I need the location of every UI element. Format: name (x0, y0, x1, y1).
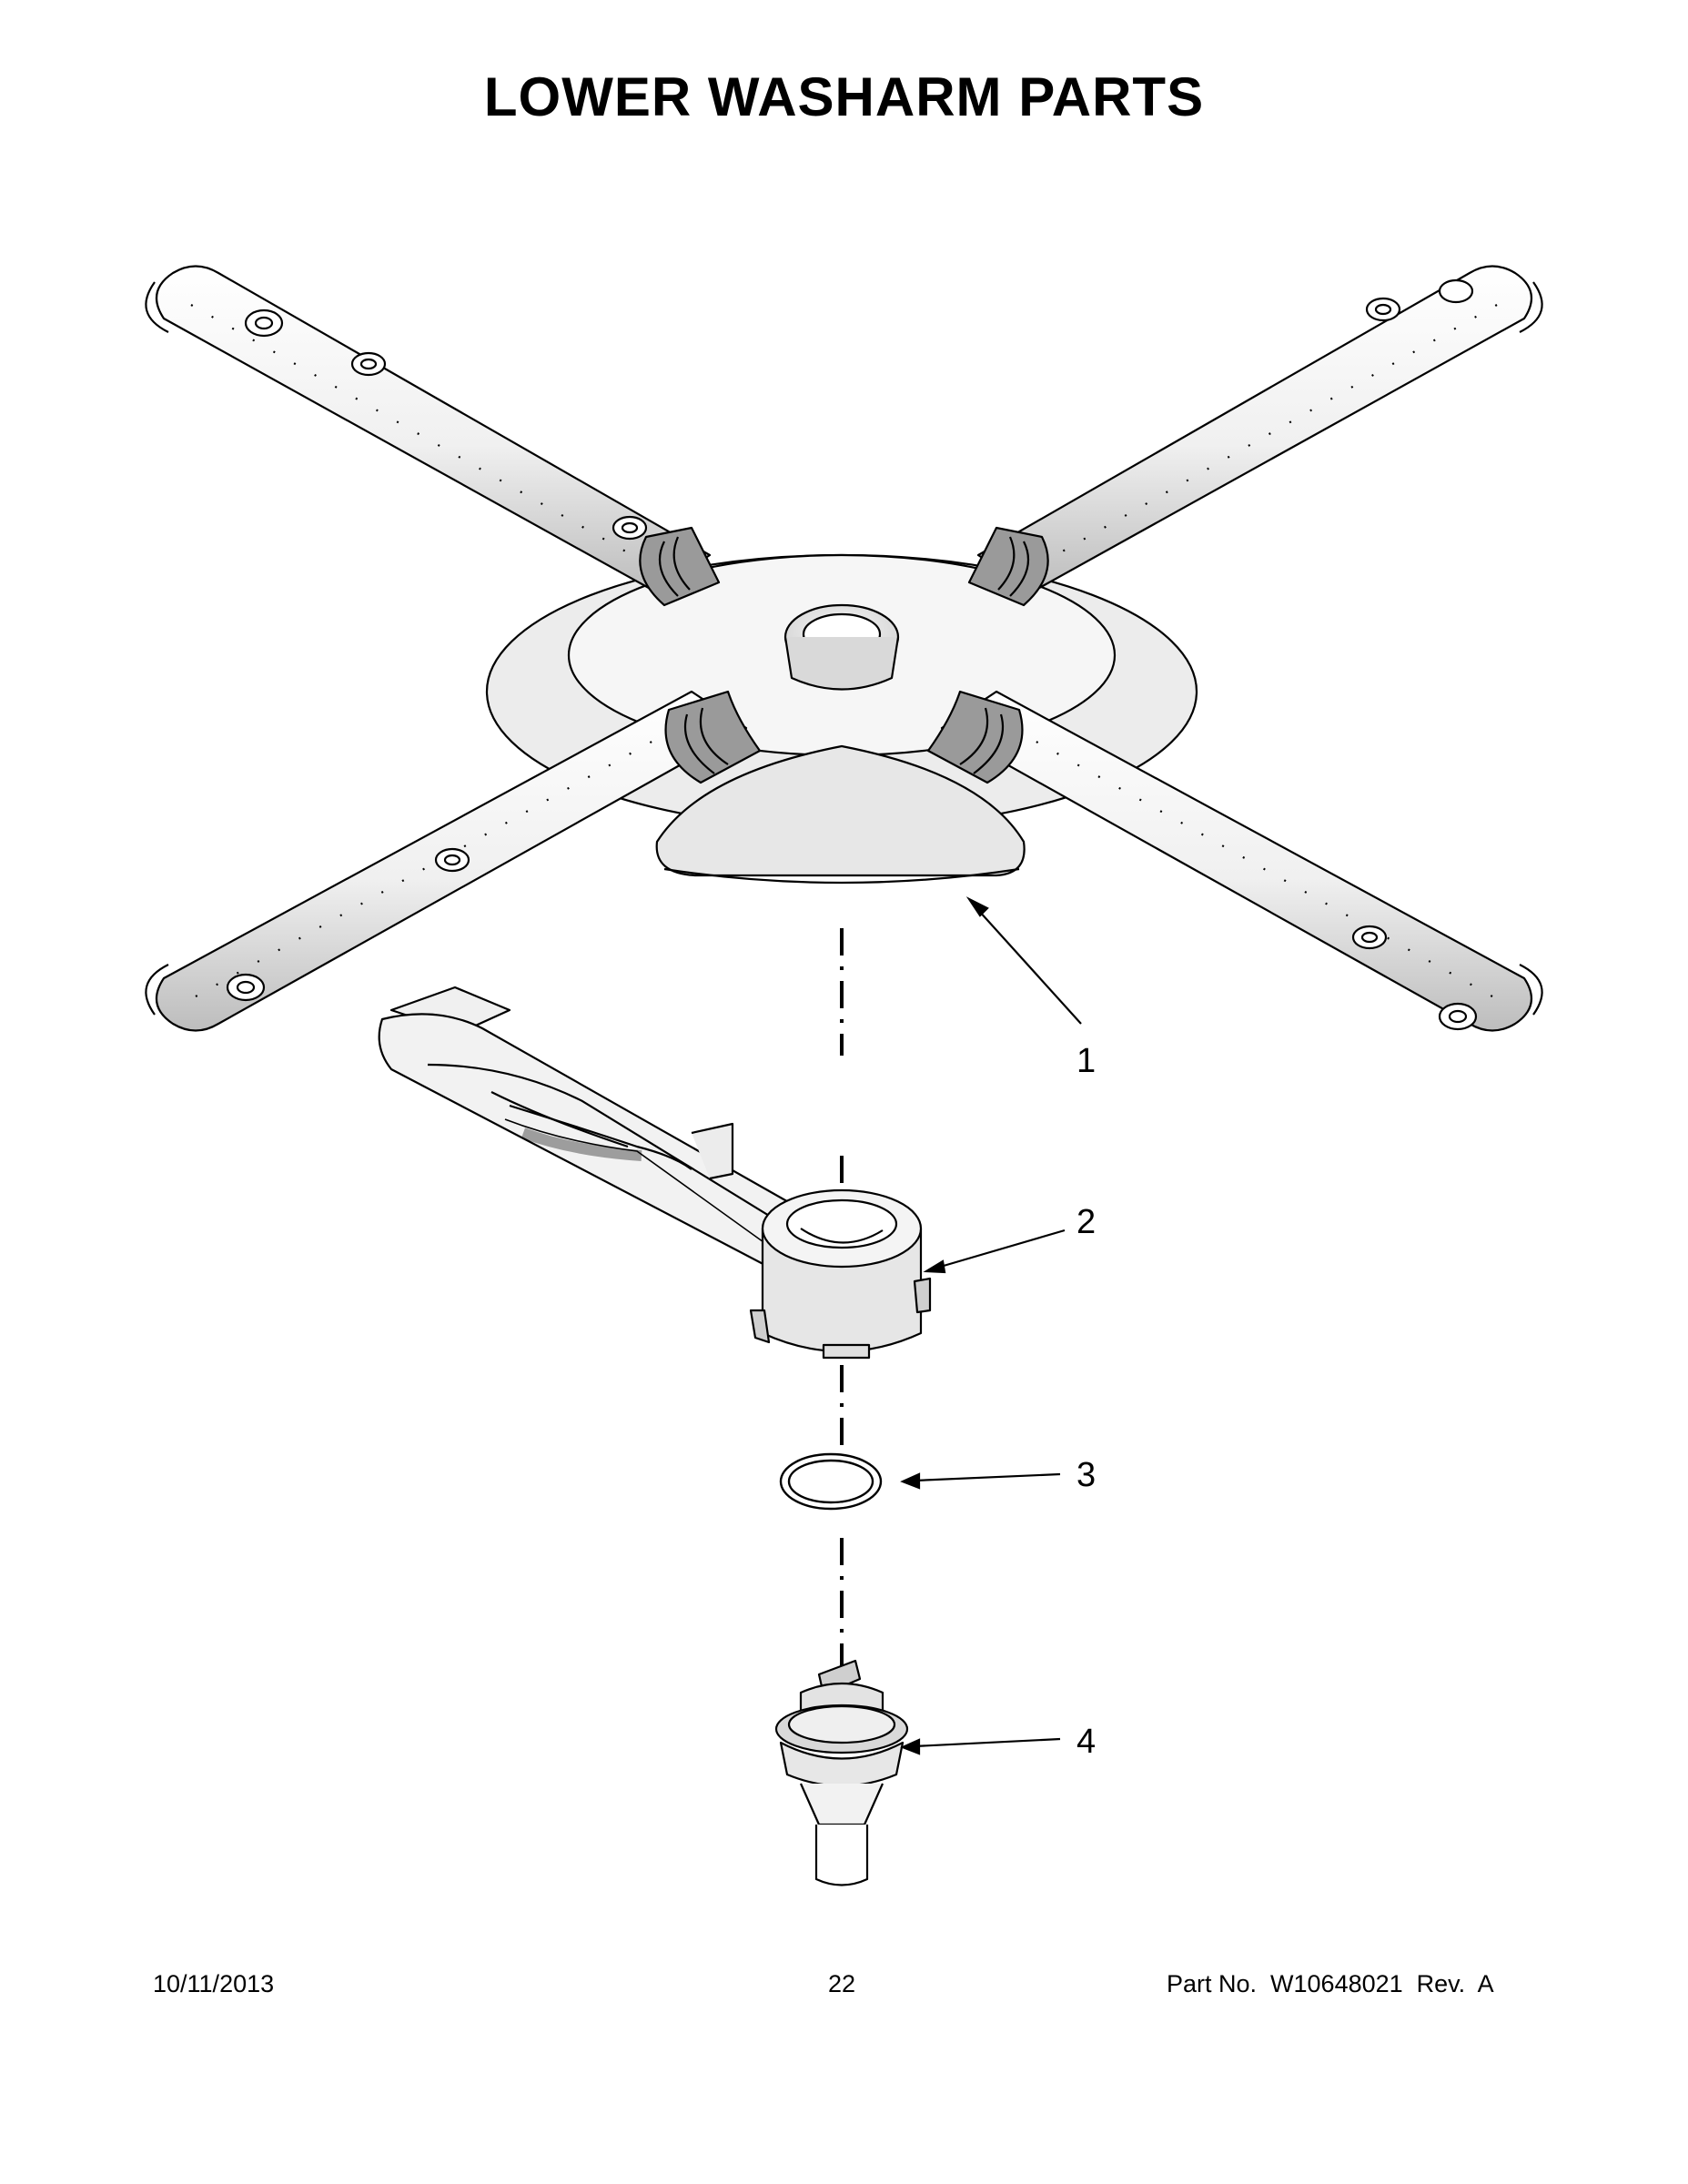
footer-date: 10/11/2013 (153, 1970, 275, 1997)
callout-1-leader (965, 896, 1082, 1025)
manifold-feed-arm (378, 986, 932, 1360)
page-title: LOWER WASHARM PARTS (483, 66, 1205, 127)
callout-number-1: 1 (1076, 1042, 1097, 1080)
callout-number-4: 4 (1076, 1723, 1097, 1761)
callout-2-leader (923, 1228, 1066, 1274)
callout-4-leader (900, 1737, 1061, 1755)
washarm-deflector (655, 744, 1026, 877)
callout-number-3: 3 (1076, 1456, 1097, 1494)
washarm-arm-lower-left (145, 690, 762, 1032)
callout-3-leader (900, 1472, 1061, 1490)
washarm-arm-lower-right (926, 690, 1543, 1032)
callout-number-2: 2 (1076, 1203, 1097, 1241)
footer-page-number: 22 (828, 1970, 856, 1997)
bearing-mount (774, 1659, 909, 1886)
footer-part-number: Part No. W10648021 Rev. A (1167, 1970, 1494, 1997)
washarm-arm-upper-left (145, 265, 721, 607)
washarm-assembly (145, 265, 1543, 1032)
o-ring (779, 1452, 883, 1511)
washarm-arm-upper-right (967, 265, 1543, 607)
